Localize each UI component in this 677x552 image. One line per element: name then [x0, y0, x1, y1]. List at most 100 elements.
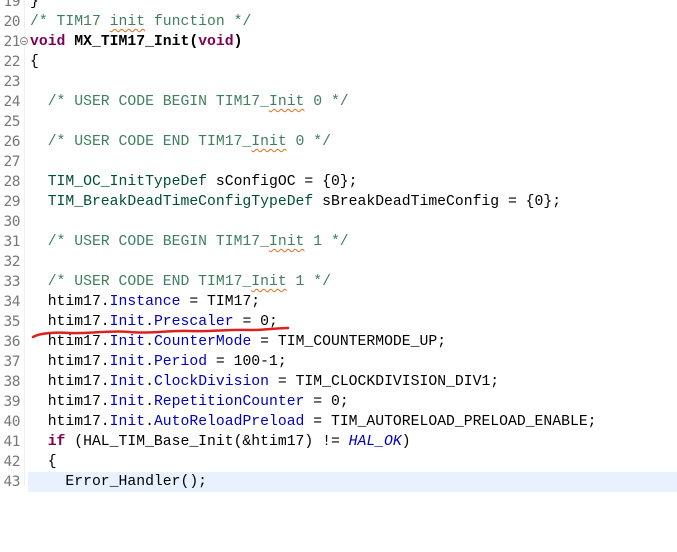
line-number: 24 — [3, 94, 21, 110]
line-number: 34 — [3, 294, 21, 310]
code-line[interactable]: 30 — [0, 212, 677, 232]
line-code — [30, 152, 677, 172]
line-number: 32 — [3, 254, 21, 270]
line-number: 36 — [3, 334, 21, 350]
code-line[interactable]: 38 htim17.Init.ClockDivision = TIM_CLOCK… — [0, 372, 677, 392]
variable: htim17. — [30, 314, 110, 330]
line-code: void MX_TIM17_Init(void) — [30, 32, 677, 52]
keyword: void — [30, 34, 66, 50]
line-number: 20 — [3, 14, 21, 30]
line-code: htim17.Init.AutoReloadPreload = TIM_AUTO… — [30, 412, 677, 432]
line-code: } — [30, 0, 677, 12]
comment-text: 0 */ — [286, 134, 331, 150]
line-number: 19 — [3, 0, 21, 10]
line-number: 43 — [3, 474, 21, 490]
field: Period — [153, 354, 208, 370]
code-line[interactable]: 20 /* TIM17 init function */ — [0, 12, 677, 32]
dot: . — [145, 354, 154, 370]
comment-text: /* USER CODE END TIM17_ — [47, 274, 252, 290]
fold-collapse-icon[interactable] — [20, 37, 28, 45]
comment-text: function */ — [145, 14, 252, 30]
code-line[interactable]: 41 if (HAL_TIM_Base_Init(&htim17) != HAL… — [0, 432, 677, 452]
assignment: = 100-1; — [207, 354, 287, 370]
field: Init — [109, 314, 146, 330]
variable: htim17. — [30, 414, 110, 430]
comment-text: /* USER CODE BEGIN TIM17_ — [47, 94, 269, 110]
variable: htim17. — [30, 334, 110, 350]
code-line[interactable]: 29 TIM_BreakDeadTimeConfigTypeDef sBreak… — [0, 192, 677, 212]
line-number: 41 — [3, 434, 21, 450]
assignment: = TIM_CLOCKDIVISION_DIV1; — [269, 374, 500, 390]
comment-text: /* TIM17 — [30, 14, 110, 30]
line-number: 28 — [3, 174, 21, 190]
keyword: void — [198, 34, 234, 50]
line-number: 29 — [3, 194, 21, 210]
comment: /* USER CODE BEGIN TIM17_Init 1 */ — [30, 232, 677, 252]
code-line[interactable]: 23 — [0, 72, 677, 92]
paren: ) — [233, 34, 243, 50]
code-line[interactable]: 40 htim17.Init.AutoReloadPreload = TIM_A… — [0, 412, 677, 432]
field: Prescaler — [153, 314, 234, 330]
code-line[interactable]: 27 — [0, 152, 677, 172]
spelling-flag: Init — [269, 234, 305, 250]
declaration: sBreakDeadTimeConfig = {0}; — [313, 194, 562, 210]
field: Init — [109, 374, 146, 390]
variable: htim17. — [30, 294, 110, 310]
field: CounterMode — [153, 334, 252, 350]
comment-text: 0 */ — [304, 94, 349, 110]
paren: ) — [401, 434, 411, 450]
line-code — [30, 112, 677, 132]
code-line[interactable]: 26 /* USER CODE END TIM17_Init 0 */ — [0, 132, 677, 152]
code-editor[interactable]: 19 } 20 /* TIM17 init function */ 21 voi… — [0, 0, 677, 492]
code-line-annotated[interactable]: 35 htim17.Init.Prescaler = 0; — [0, 312, 677, 332]
code-line[interactable]: 31 /* USER CODE BEGIN TIM17_Init 1 */ — [0, 232, 677, 252]
line-code: { — [30, 454, 57, 470]
code-line[interactable]: 32 — [0, 252, 677, 272]
comment-text: /* USER CODE BEGIN TIM17_ — [47, 234, 269, 250]
variable: htim17. — [30, 374, 110, 390]
code-line[interactable]: 42 { — [0, 452, 677, 472]
line-code: htim17.Init.Period = 100-1; — [30, 352, 677, 372]
gutter-divider — [24, 0, 25, 486]
code-line[interactable]: 24 /* USER CODE BEGIN TIM17_Init 0 */ — [0, 92, 677, 112]
code-line[interactable]: 39 htim17.Init.RepetitionCounter = 0; — [0, 392, 677, 412]
line-code: htim17.Init.RepetitionCounter = 0; — [30, 392, 677, 412]
line-number: 22 — [3, 54, 21, 70]
spelling-flag: Init — [251, 134, 287, 150]
indent — [30, 194, 48, 210]
line-code: htim17.Instance = TIM17; — [30, 292, 677, 312]
current-code-line[interactable]: 43 Error_Handler(); — [0, 472, 677, 492]
code-line[interactable]: 37 htim17.Init.Period = 100-1; — [0, 352, 677, 372]
field: Instance — [109, 294, 181, 310]
code-line[interactable]: 34 htim17.Instance = TIM17; — [0, 292, 677, 312]
code-line[interactable]: 36 htim17.Init.CounterMode = TIM_COUNTER… — [0, 332, 677, 352]
dot: . — [145, 374, 154, 390]
field: RepetitionCounter — [153, 394, 305, 410]
line-number: 35 — [3, 314, 21, 330]
comment-text: /* USER CODE END TIM17_ — [47, 134, 252, 150]
line-code: TIM_BreakDeadTimeConfigTypeDef sBreakDea… — [30, 192, 677, 212]
code-line[interactable]: 33 /* USER CODE END TIM17_Init 1 */ — [0, 272, 677, 292]
line-number: 25 — [3, 114, 21, 130]
code-line[interactable]: 22 { — [0, 52, 677, 72]
line-number: 33 — [3, 274, 21, 290]
variable: htim17. — [30, 354, 110, 370]
line-code: { — [30, 54, 39, 70]
dot: . — [145, 394, 154, 410]
code-line[interactable]: 21 void MX_TIM17_Init(void) — [0, 32, 677, 52]
field: Init — [109, 414, 146, 430]
code-line[interactable]: 19 } — [0, 0, 677, 12]
code-line[interactable]: 25 — [0, 112, 677, 132]
line-code: if (HAL_TIM_Base_Init(&htim17) != HAL_OK… — [30, 432, 677, 452]
line-number: 38 — [3, 374, 21, 390]
declaration: sConfigOC = {0}; — [207, 174, 358, 190]
line-number: 27 — [3, 154, 21, 170]
dot: . — [145, 334, 154, 350]
field: Init — [109, 354, 146, 370]
code-line[interactable]: 28 TIM_OC_InitTypeDef sConfigOC = {0}; — [0, 172, 677, 192]
line-code: TIM_OC_InitTypeDef sConfigOC = {0}; — [30, 172, 677, 192]
indent — [30, 134, 48, 150]
keyword: if — [47, 434, 66, 450]
line-code — [30, 212, 677, 232]
space — [65, 34, 74, 50]
